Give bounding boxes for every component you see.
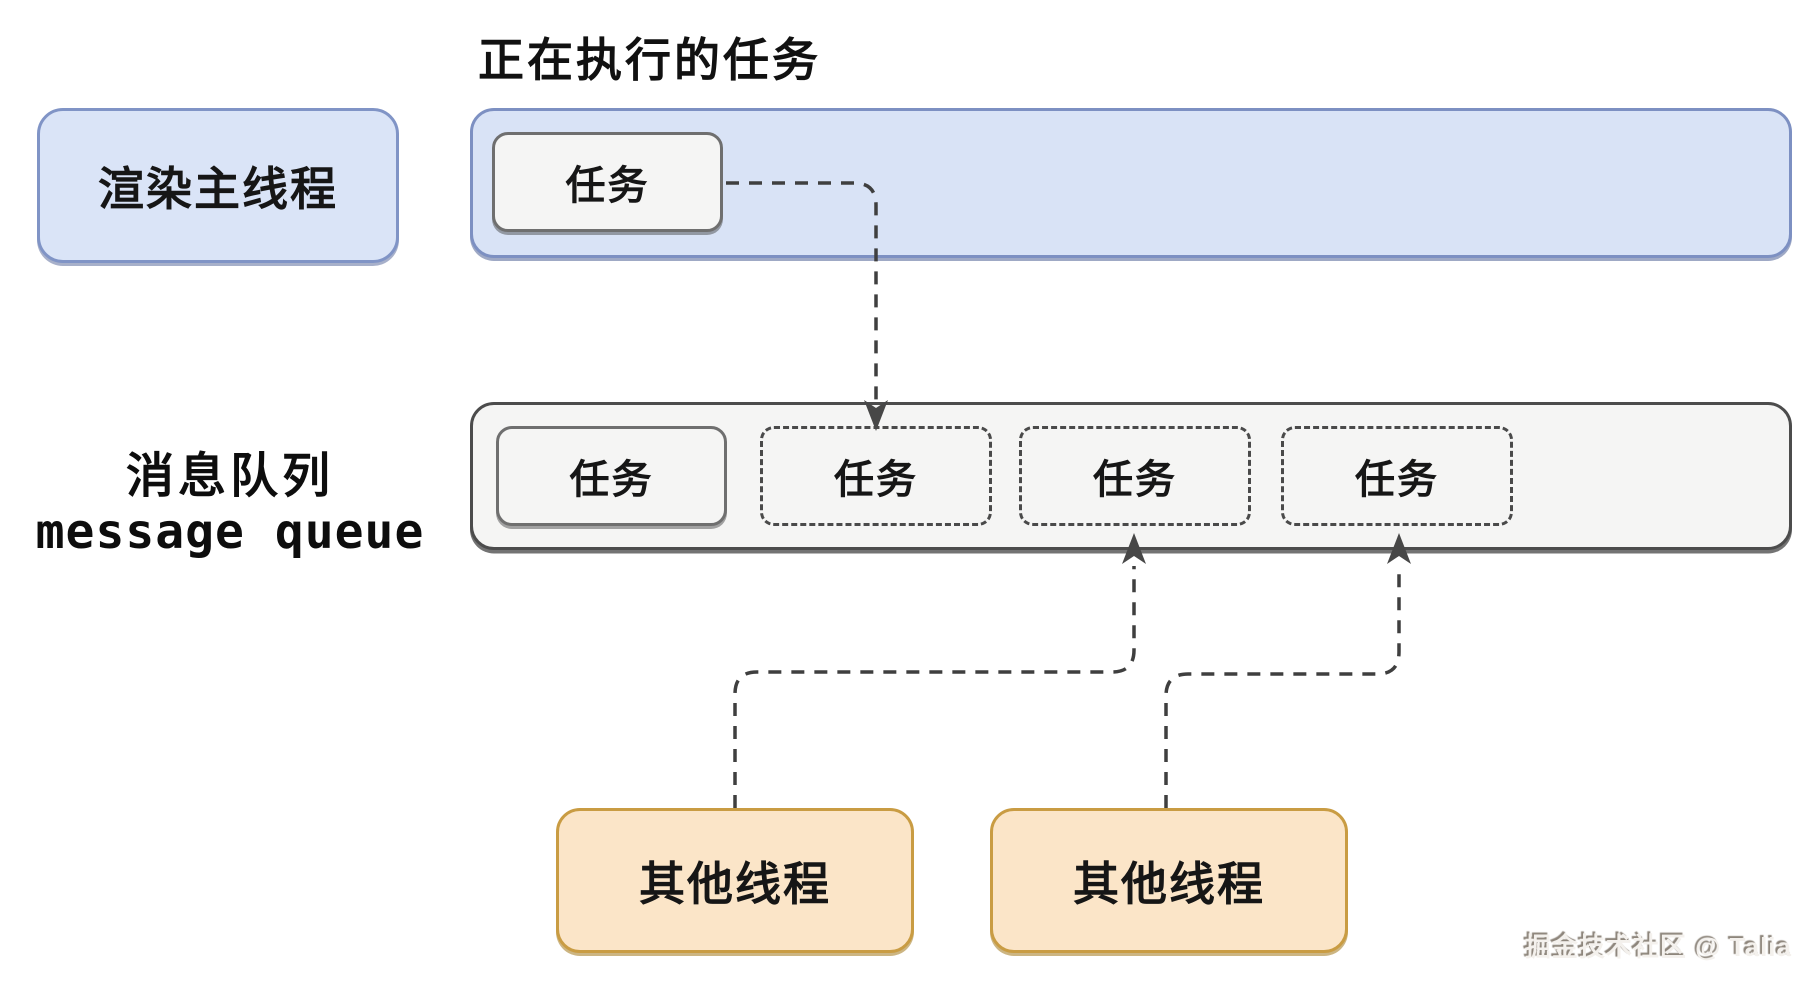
queue-task-label: 任务 — [569, 458, 654, 502]
executing-task-box: 任务 — [492, 132, 723, 232]
queue-task-label: 任务 — [1355, 458, 1439, 502]
message-queue-label-en: message queue — [35, 504, 425, 560]
arrow-thread2-to-queue-line — [1164, 566, 1401, 808]
queue-task-pending-2: 任务 — [1019, 426, 1251, 526]
watermark: 掘金技术社区 @ Talia — [1524, 932, 1792, 962]
other-thread-box-1: 其他线程 — [556, 808, 914, 953]
queue-task-pending-3: 任务 — [1281, 426, 1513, 526]
other-thread-label: 其他线程 — [639, 857, 831, 910]
other-thread-box-2: 其他线程 — [990, 808, 1348, 953]
render-main-thread-label: 渲染主线程 — [98, 162, 338, 215]
executing-task-title: 正在执行的任务 — [478, 34, 821, 86]
render-main-thread-box: 渲染主线程 — [37, 108, 399, 263]
executing-task-label: 任务 — [565, 164, 650, 208]
message-queue-label-zh: 消息队列 — [125, 450, 334, 503]
queue-task-pending-1: 任务 — [760, 426, 992, 526]
queue-task-solid: 任务 — [496, 426, 727, 526]
arrow-thread1-to-queue-line — [733, 566, 1136, 808]
queue-task-label: 任务 — [834, 458, 918, 502]
other-thread-label: 其他线程 — [1073, 857, 1265, 910]
queue-task-label: 任务 — [1093, 458, 1177, 502]
